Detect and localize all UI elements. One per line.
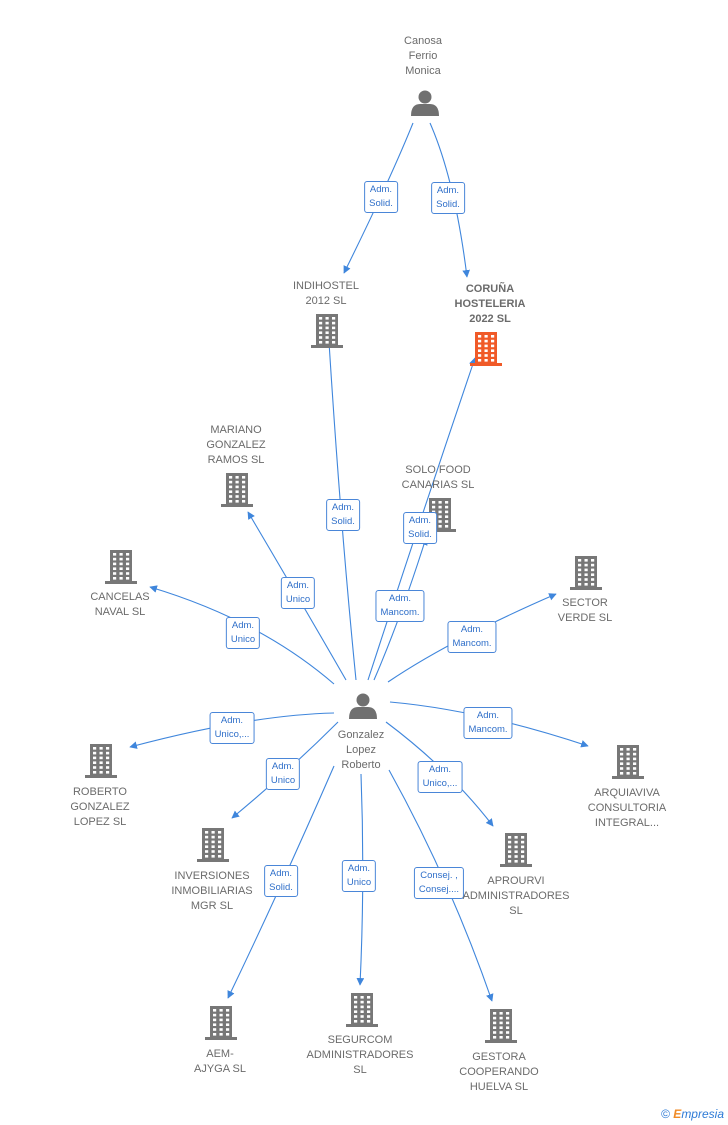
company-label-aprourvi: APROURVI ADMINISTRADORES SL bbox=[462, 875, 570, 917]
edge-label-segurcom[interactable]: Adm. Unico bbox=[341, 860, 377, 892]
edge-label-roberto[interactable]: Adm. Unico,... bbox=[209, 712, 255, 744]
edge-label-coruna[interactable]: Adm. Solid. bbox=[431, 182, 465, 214]
edge-label-indihostel[interactable]: Adm. Solid. bbox=[364, 181, 398, 213]
building-icon-sector[interactable] bbox=[570, 556, 602, 590]
company-label-aem: AEM- AJYGA SL bbox=[194, 1048, 246, 1075]
company-label-mariano: MARIANO GONZALEZ RAMOS SL bbox=[206, 424, 266, 466]
company-label-gestora: GESTORA COOPERANDO HUELVA SL bbox=[459, 1051, 539, 1093]
building-icon-inversiones[interactable] bbox=[197, 828, 229, 862]
edge-label-solofood[interactable]: Adm. Mancom. bbox=[375, 590, 425, 622]
building-icon-roberto[interactable] bbox=[85, 744, 117, 778]
building-icon-segurcom[interactable] bbox=[346, 993, 378, 1027]
brand-logo: © Empresia bbox=[661, 1107, 724, 1121]
copyright-icon: © bbox=[661, 1107, 670, 1121]
company-label-segurcom: SEGURCOM ADMINISTRADORES SL bbox=[306, 1034, 414, 1076]
company-label-solofood: SOLO FOOD CANARIAS SL bbox=[401, 464, 475, 491]
company-label-sector: SECTOR VERDE SL bbox=[557, 597, 613, 624]
building-icon-coruna[interactable] bbox=[470, 332, 502, 366]
edge-label-gestora[interactable]: Consej. , Consej.... bbox=[413, 867, 465, 899]
company-label-arquiaviva: ARQUIAVIVA CONSULTORIA INTEGRAL... bbox=[587, 787, 667, 829]
company-label-roberto: ROBERTO GONZALEZ LOPEZ SL bbox=[70, 786, 130, 828]
edge-label-inversiones[interactable]: Adm. Unico bbox=[265, 758, 301, 790]
company-label-coruna: CORUÑA HOSTELERIA 2022 SL bbox=[454, 283, 526, 325]
edge-label-aprourvi[interactable]: Adm. Unico,... bbox=[417, 761, 463, 793]
company-label-indihostel: INDIHOSTEL 2012 SL bbox=[292, 280, 360, 307]
person-icon-canosa[interactable] bbox=[411, 90, 439, 117]
building-icon-mariano[interactable] bbox=[221, 473, 253, 507]
building-icon-arquiaviva[interactable] bbox=[612, 745, 644, 779]
building-icon-aem[interactable] bbox=[205, 1006, 237, 1040]
edge-label-aem[interactable]: Adm. Solid. bbox=[264, 865, 298, 897]
building-icon-aprourvi[interactable] bbox=[500, 833, 532, 867]
person-label-gonzalez: Gonzalez Lopez Roberto bbox=[337, 729, 385, 771]
edge-label-arquiaviva[interactable]: Adm. Mancom. bbox=[463, 707, 513, 739]
edge-label-coruna[interactable]: Adm. Solid. bbox=[403, 512, 437, 544]
person-icon-gonzalez[interactable] bbox=[349, 693, 377, 720]
edge-label-mariano[interactable]: Adm. Unico bbox=[280, 577, 316, 609]
edge-label-indihostel[interactable]: Adm. Solid. bbox=[326, 499, 360, 531]
building-icon-indihostel[interactable] bbox=[311, 314, 343, 348]
edge-label-cancelas[interactable]: Adm. Unico bbox=[225, 617, 261, 649]
company-label-cancelas: CANCELAS NAVAL SL bbox=[90, 591, 150, 618]
edge-label-sector[interactable]: Adm. Mancom. bbox=[447, 621, 497, 653]
building-icon-gestora[interactable] bbox=[485, 1009, 517, 1043]
building-icon-cancelas[interactable] bbox=[105, 550, 137, 584]
company-label-inversiones: INVERSIONES INMOBILIARIAS MGR SL bbox=[171, 870, 253, 912]
person-label-canosa: Canosa Ferrio Monica bbox=[404, 35, 442, 77]
